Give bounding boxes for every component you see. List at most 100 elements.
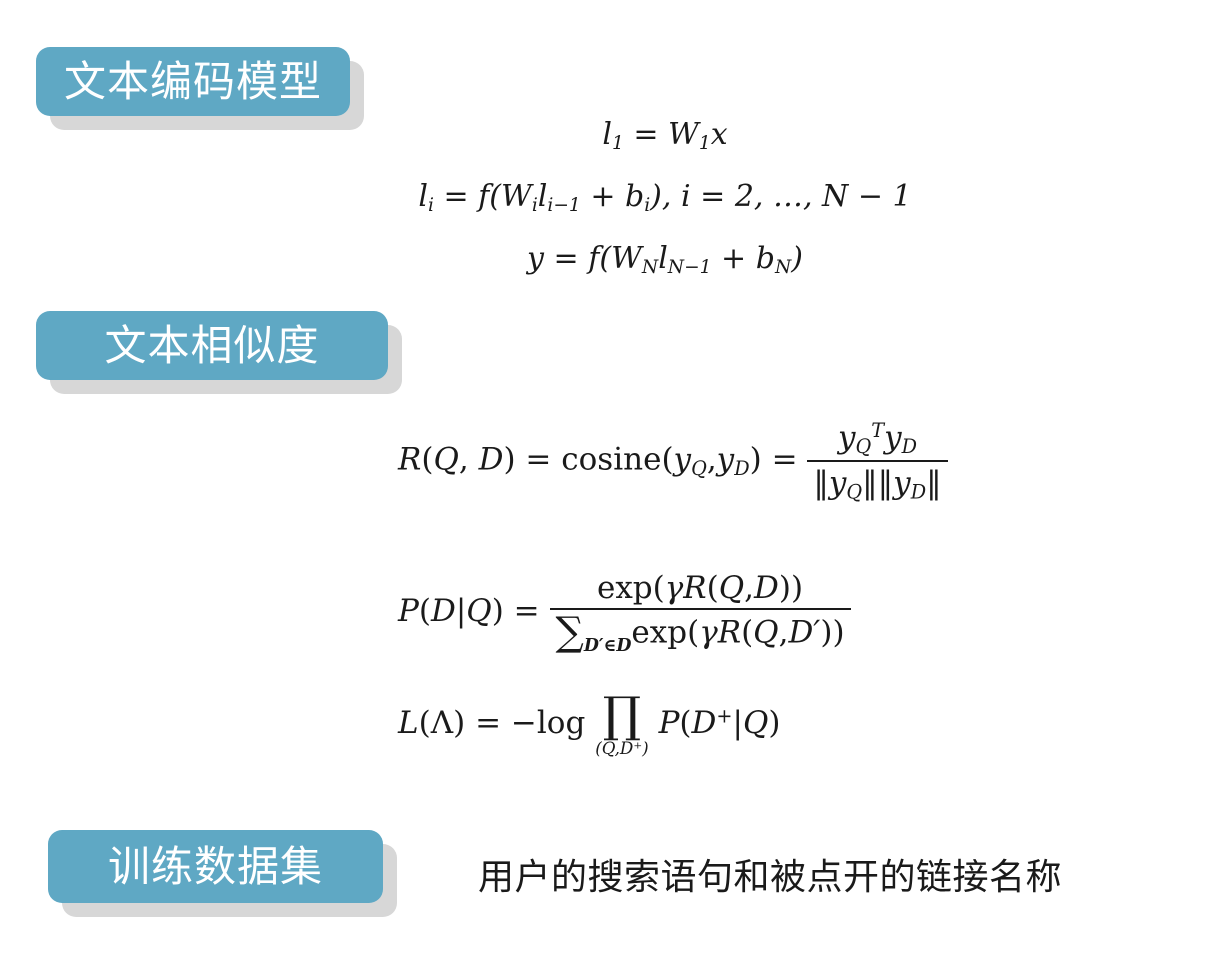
cos-close: ) xyxy=(503,441,516,478)
loss-minus: − xyxy=(510,705,537,742)
sm-num-comma: , xyxy=(744,570,755,606)
sigma-icon: ∑ xyxy=(555,609,584,655)
cos-yQ: y xyxy=(673,441,692,478)
sm-den-close2: ) xyxy=(820,614,833,651)
loss-P: P xyxy=(658,705,680,742)
loss-bar: | xyxy=(732,705,743,742)
sm-den-comma: , xyxy=(778,614,789,651)
sm-num-open: ( xyxy=(652,570,665,606)
cos-den-y2: y xyxy=(893,464,911,501)
loss-lambda: Λ xyxy=(430,705,454,742)
cos-equals1: = xyxy=(525,441,552,478)
sm-den-exp: exp xyxy=(631,614,688,651)
eq3-l: l xyxy=(658,241,668,277)
sm-close: ) xyxy=(491,593,504,630)
equation-encoder-line2: li = f(Wili−1 + bi), i = 2, …, N − 1 xyxy=(385,170,945,232)
cos-den-y2-sub: D xyxy=(910,480,927,504)
section-chip-similarity: 文本相似度 xyxy=(36,311,402,394)
loss-close2: ) xyxy=(768,705,781,742)
eq2-open-paren: ( xyxy=(489,179,501,215)
cos-num-y1-sup: T xyxy=(871,419,885,442)
loss-plus-sup: + xyxy=(716,704,733,728)
cos-equals2: = xyxy=(771,441,798,478)
eq2-range: 2, …, N − 1 xyxy=(734,179,912,215)
eq-W-sub: 1 xyxy=(698,133,711,155)
sm-open: ( xyxy=(418,593,431,630)
cos-comma2: , xyxy=(706,441,717,478)
loss-D: D xyxy=(691,705,717,742)
eq3-plus: + xyxy=(721,241,747,277)
loss-product-limit: (Q,D⁺) xyxy=(595,737,649,758)
sm-num-gamma: γ xyxy=(664,570,684,606)
eq3-equals: = xyxy=(553,241,579,277)
cos-close2: ) xyxy=(749,441,762,478)
eq2-f: f xyxy=(478,179,490,215)
eq2-W-sub: i xyxy=(531,195,538,217)
eq2-b: b xyxy=(625,179,645,215)
sm-num-D: D xyxy=(754,570,779,606)
loss-open: ( xyxy=(418,705,431,742)
cos-num-y1-sub: Q xyxy=(855,434,872,458)
dataset-description-text: 用户的搜索语句和被点开的链接名称 xyxy=(478,857,1063,898)
cos-fn-name: cosine xyxy=(561,441,662,478)
sm-denominator: ∑D′∈Dexp(γR(Q,D′)) xyxy=(550,610,851,655)
sm-num-open2: ( xyxy=(706,570,719,606)
cos-den-bar3: ‖ xyxy=(877,464,894,501)
sm-P: P xyxy=(398,593,419,630)
cos-numerator: yQTyD xyxy=(807,419,948,462)
eq2-equals: = xyxy=(443,179,469,215)
cos-num-y1: y xyxy=(838,419,856,456)
sm-numerator: exp(γR(Q,D)) xyxy=(549,570,851,610)
sm-den-Q: Q xyxy=(753,614,779,651)
sm-fraction: exp(γR(Q,D)) ∑D′∈Dexp(γR(Q,D′)) xyxy=(549,570,851,655)
sm-den-open: ( xyxy=(687,614,700,651)
chip-body: 文本相似度 xyxy=(36,311,388,380)
loss-Q: Q xyxy=(742,705,769,742)
cos-den-bar1: ‖ xyxy=(813,464,829,501)
eq3-f: f xyxy=(588,241,600,277)
eq2-comma: , xyxy=(661,179,672,215)
loss-open2: ( xyxy=(679,705,692,742)
eq3-W-sub: N xyxy=(641,257,659,279)
section-chip-encoder: 文本编码模型 xyxy=(36,47,364,130)
cos-den-bar4: ‖ xyxy=(926,464,942,501)
sm-equals: = xyxy=(513,593,540,630)
cos-R: R xyxy=(398,441,422,478)
sm-den-limit: D′∈D xyxy=(583,636,632,657)
sm-den-open2: ( xyxy=(741,614,754,651)
chip-label-encoder: 文本编码模型 xyxy=(63,56,322,106)
loss-log: log xyxy=(536,705,586,742)
sm-summation: ∑D′∈D xyxy=(556,612,632,657)
sm-den-gamma: γ xyxy=(699,614,718,651)
loss-L: L xyxy=(398,705,419,742)
cos-comma: , xyxy=(458,441,469,478)
cos-yD-sub: D xyxy=(734,457,750,481)
cos-yQ-sub: Q xyxy=(691,457,707,481)
cos-yD: y xyxy=(716,441,735,478)
chip-label-dataset: 训练数据集 xyxy=(107,841,323,891)
eq2-b-sub: i xyxy=(644,195,651,217)
equation-loss-function: L(Λ) = −log ∏ (Q,D⁺) P(D+|Q) xyxy=(398,691,781,758)
eq-x: x xyxy=(710,117,728,152)
cos-open2: ( xyxy=(661,441,674,478)
eq3-open-paren: ( xyxy=(599,241,612,277)
eq-l: l xyxy=(602,117,612,152)
eq2-l2-sub: i−1 xyxy=(547,195,581,217)
cos-den-y1-sub: Q xyxy=(846,480,863,504)
sm-num-exp: exp xyxy=(596,570,653,606)
eq3-l-sub: N−1 xyxy=(667,257,712,279)
equation-group-encoder: l1 = W1x li = f(Wili−1 + bi), i = 2, …, … xyxy=(385,108,945,295)
chip-body: 训练数据集 xyxy=(48,830,383,903)
equation-encoder-line3: y = f(WNlN−1 + bN) xyxy=(385,232,945,294)
section-chip-dataset: 训练数据集 xyxy=(48,830,397,917)
eq2-W: W xyxy=(501,179,532,215)
sm-Q: Q xyxy=(466,593,492,630)
cos-den-bar2: ‖ xyxy=(862,464,878,501)
equation-cosine-similarity: R(Q, D) = cosine(yQ,yD) = yQTyD ‖yQ‖‖yD‖ xyxy=(398,419,948,503)
cos-Q: Q xyxy=(433,441,459,478)
equation-posterior-softmax: P(D|Q) = exp(γR(Q,D)) ∑D′∈Dexp(γR(Q,D′)) xyxy=(398,570,851,655)
chip-label-similarity: 文本相似度 xyxy=(104,320,320,370)
eq3-W: W xyxy=(611,241,642,277)
cos-open: ( xyxy=(421,441,434,478)
eq3-y: y xyxy=(527,241,544,277)
